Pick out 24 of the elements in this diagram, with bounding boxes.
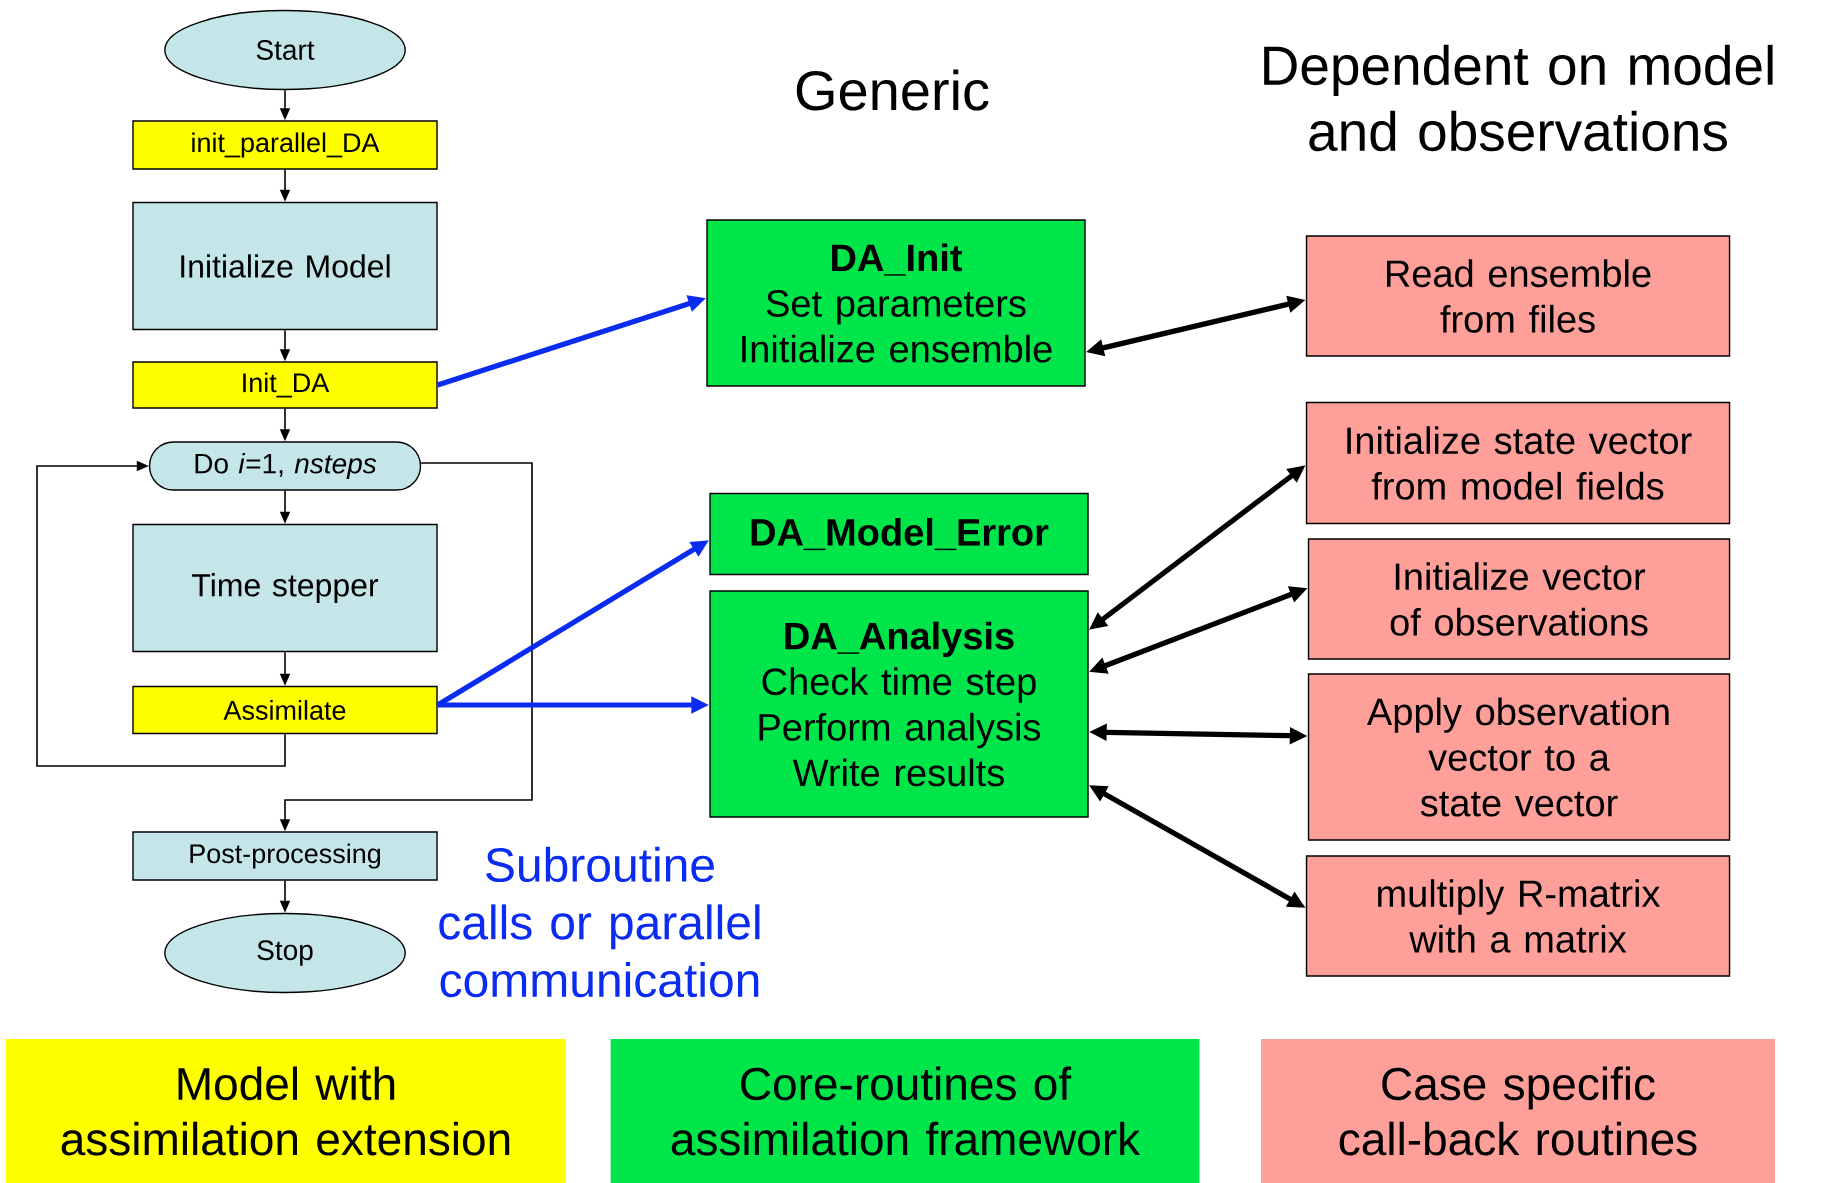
process-box: Post-processing — [132, 831, 438, 881]
heading: Generic — [796, 69, 989, 111]
process-box: Initialize Model — [132, 201, 438, 331]
process-box: DA_Model_Error — [709, 492, 1089, 576]
process-box: DA_Analysis Check time step Perform analysis Write results — [709, 590, 1089, 818]
process-box: Read ensemble from files — [1305, 235, 1731, 357]
category-box: Case specific call-back routines — [1261, 1039, 1776, 1183]
heading: Dependent on model and observations — [1264, 44, 1773, 152]
process-box: multiply R-matrix with a matrix — [1305, 855, 1731, 977]
process-box: DA_Init Set parameters Initialize ensemble — [706, 219, 1086, 387]
process-box: Initialize vector of observations — [1307, 538, 1731, 660]
category-box: Model with assimilation extension — [6, 1039, 566, 1183]
process-box: Apply observation vector to a state vector — [1307, 673, 1731, 841]
terminal-oval: Start — [164, 9, 406, 91]
process-box: init_parallel_DA — [132, 120, 438, 170]
terminal-oval: Stop — [164, 912, 406, 994]
category-box: Core-routines of assimilation framework — [610, 1039, 1200, 1183]
arrow — [36, 460, 286, 767]
process-box: Init_DA — [132, 361, 438, 409]
loop-box: Do i=1, nsteps — [148, 441, 422, 491]
process-box: Initialize state vector from model fields — [1305, 401, 1731, 525]
process-box: Assimilate — [132, 685, 438, 735]
annotation: Subroutine calls or parallel communication — [439, 846, 760, 998]
process-box: Time stepper — [132, 523, 438, 653]
